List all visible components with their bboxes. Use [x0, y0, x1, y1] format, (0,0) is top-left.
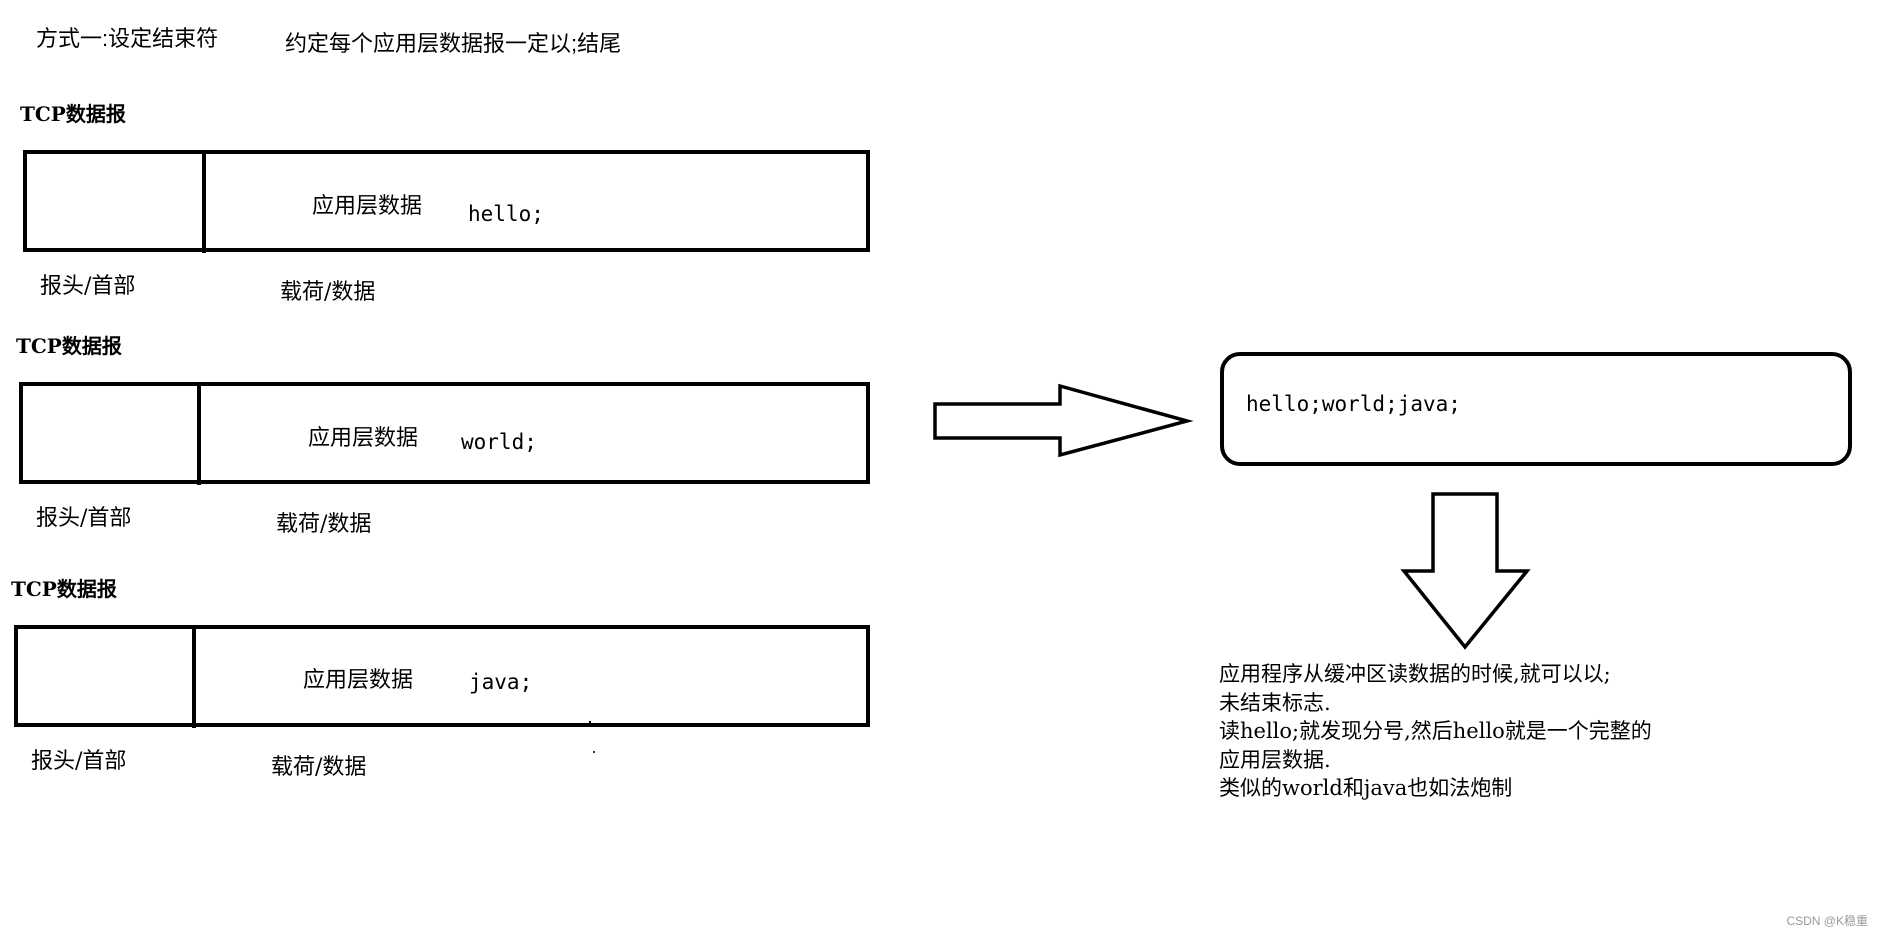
datagram-box-3 — [14, 625, 870, 728]
header-label-1: 报头/首部 — [40, 274, 136, 299]
down-arrow-icon — [1400, 492, 1531, 650]
data-label-3: 载荷/数据 — [271, 755, 367, 780]
buffer-box — [1220, 352, 1852, 466]
note-line-5: 类似的world和java也如法炮制 — [1219, 776, 1513, 800]
header-label-3: 报头/首部 — [31, 749, 127, 774]
payload-2: world; — [461, 430, 537, 454]
data-label-2: 载荷/数据 — [276, 512, 372, 537]
datagram-title-1: TCP数据报 — [20, 102, 126, 126]
rule-text: 约定每个应用层数据报一定以;结尾 — [285, 31, 622, 56]
datagram-title-3: TCP数据报 — [11, 577, 117, 601]
buffer-content: hello;world;java; — [1246, 392, 1461, 416]
app-data-label-3: 应用层数据 — [303, 668, 414, 693]
watermark: CSDN @K稳重 — [1786, 914, 1868, 928]
datagram-box-2 — [19, 382, 870, 485]
app-data-label-2: 应用层数据 — [308, 426, 419, 451]
note-line-4: 应用层数据. — [1219, 747, 1331, 772]
data-label-1: 载荷/数据 — [280, 280, 376, 305]
right-arrow-icon — [933, 383, 1194, 458]
app-data-label-1: 应用层数据 — [312, 194, 423, 219]
header-label-2: 报头/首部 — [36, 506, 132, 531]
payload-3: java; — [469, 670, 533, 694]
note-line-2: 未结束标志. — [1219, 690, 1331, 715]
datagram-box-1 — [23, 150, 870, 253]
note-line-1: 应用程序从缓冲区读数据的时候,就可以以; — [1219, 662, 1611, 686]
explanation-note: 应用程序从缓冲区读数据的时候,就可以以; 未结束标志. 读hello;就发现分号… — [1219, 660, 1739, 803]
datagram-title-2: TCP数据报 — [16, 334, 122, 358]
note-line-3: 读hello;就发现分号,然后hello就是一个完整的 — [1219, 719, 1652, 743]
method-title: 方式一:设定结束符 — [36, 26, 219, 51]
payload-1: hello; — [468, 202, 544, 226]
